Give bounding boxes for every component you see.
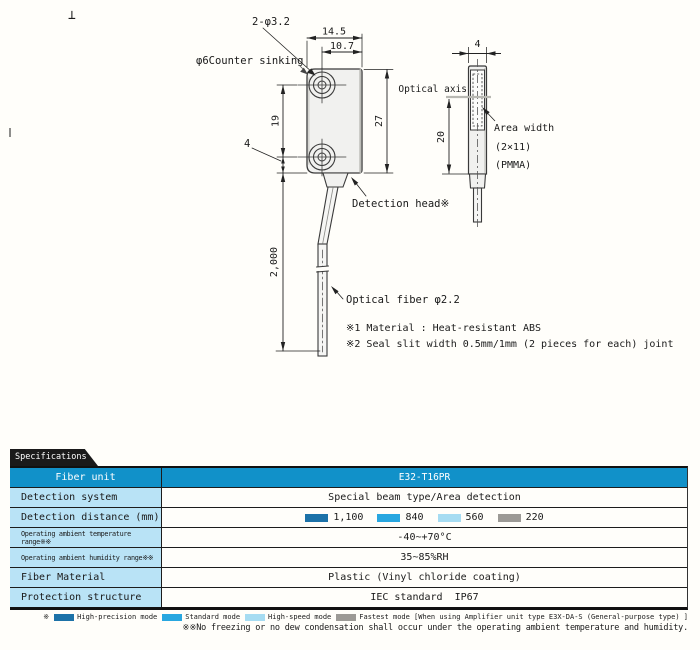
- dimension-height: 27: [363, 69, 394, 174]
- optical-fiber-label: Optical fiber φ2.2: [331, 286, 460, 306]
- dimension-drawing: ⊥: [9, 8, 673, 357]
- distance-bar-standard: [377, 513, 401, 522]
- svg-text:(2×11): (2×11): [495, 142, 531, 153]
- drawing-notes: ※1 Material : Heat-resistant ABS ※2 Seal…: [346, 323, 673, 350]
- distance-value: 840: [405, 512, 424, 523]
- cable-neck-side: [468, 173, 487, 189]
- legend-marker: ※: [43, 613, 50, 621]
- optical-axis-label: Optical axis: [398, 84, 491, 99]
- svg-text:Area width: Area width: [494, 123, 554, 134]
- svg-text:27: 27: [374, 115, 385, 127]
- row-value: Special beam type/Area detection: [328, 492, 521, 503]
- mounting-hole-top: [297, 67, 347, 104]
- distance-item: 220: [497, 512, 544, 523]
- legend-item-high-precision: High-precision mode: [54, 613, 157, 621]
- row-label: Detection distance (mm): [10, 508, 162, 527]
- distance-value: 1,100: [333, 512, 364, 523]
- table-row-protection-structure: Protection structure IEC standard IP67: [10, 588, 687, 607]
- side-view: Optical axis 4 20 Area width (2×11) (PMM…: [398, 39, 554, 227]
- row-value: -40~+70°C: [397, 532, 452, 543]
- legend-label: Fastest mode [When using Amplifier unit …: [359, 613, 688, 621]
- specifications-tab: Specifications: [10, 449, 98, 466]
- row-value: IEC standard IP67: [370, 592, 479, 603]
- legend-label: High-speed mode: [268, 613, 332, 621]
- cable-break: [316, 266, 329, 271]
- specifications-section: Specifications Fiber unit E32-T16PR Dete…: [10, 449, 688, 633]
- distance-bar-high-precision: [305, 513, 329, 522]
- counter-sink-label: φ6Counter sinking: [196, 55, 308, 75]
- corner-mark: ⊥: [68, 8, 76, 23]
- dimension-area-height: 20: [436, 99, 468, 175]
- table-row-ambient-temperature: Operating ambient temperature range※※ -4…: [10, 528, 687, 548]
- dimension-width: 14.5: [306, 27, 363, 68]
- legend-bar-high-speed: [245, 613, 266, 621]
- mode-legend: ※ High-precision mode Standard mode High…: [10, 613, 688, 621]
- row-label: Fiber unit: [10, 468, 162, 487]
- distance-value: 560: [465, 512, 484, 523]
- distance-bar-fastest: [497, 513, 521, 522]
- specifications-table: Fiber unit E32-T16PR Detection system Sp…: [10, 466, 688, 610]
- legend-label: Standard mode: [185, 613, 241, 621]
- legend-label: High-precision mode: [77, 613, 158, 621]
- svg-text:4: 4: [244, 138, 250, 150]
- holes-label: 2-φ3.2: [252, 16, 316, 76]
- table-row-fiber-unit: Fiber unit E32-T16PR: [10, 468, 687, 488]
- cable-neck: [322, 172, 349, 188]
- svg-text:2,000: 2,000: [269, 247, 280, 277]
- legend-bar-fastest: [336, 613, 357, 621]
- table-row-detection-system: Detection system Special beam type/Area …: [10, 488, 687, 508]
- note-seal-slit: ※2 Seal slit width 0.5mm/1mm (2 pieces f…: [346, 339, 673, 350]
- dimension-hole-offset: 10.7: [321, 41, 363, 69]
- row-value: 1,100 840 560 220: [162, 508, 687, 527]
- dimension-fiber-length: 2,000: [269, 172, 321, 352]
- svg-text:Detection head※: Detection head※: [352, 198, 450, 210]
- svg-text:Optical axis: Optical axis: [398, 84, 467, 95]
- svg-text:Optical fiber φ2.2: Optical fiber φ2.2: [346, 294, 460, 306]
- specifications-tab-label: Specifications: [15, 452, 87, 462]
- svg-text:4: 4: [474, 39, 480, 50]
- table-row-ambient-humidity: Operating ambient humidity range※※ 35~85…: [10, 548, 687, 568]
- table-row-detection-distance: Detection distance (mm) 1,100 840 560 22…: [10, 508, 687, 528]
- dimension-hole-spacing: 19: [271, 84, 298, 158]
- row-label: Fiber Material: [10, 568, 162, 587]
- distance-item: 1,100: [305, 512, 363, 523]
- distance-item: 840: [377, 512, 424, 523]
- svg-text:19: 19: [271, 115, 282, 127]
- dimension-thickness: 4: [452, 39, 501, 63]
- table-row-fiber-material: Fiber Material Plastic (Vinyl chloride c…: [10, 568, 687, 588]
- row-label: Operating ambient temperature range※※: [10, 528, 162, 547]
- distance-item: 560: [437, 512, 484, 523]
- row-value: Plastic (Vinyl chloride coating): [328, 572, 521, 583]
- svg-text:φ6Counter sinking: φ6Counter sinking: [196, 55, 303, 67]
- front-view: 14.5 10.7 2-φ3.2 φ6Counter sinking: [196, 16, 460, 357]
- svg-text:2-φ3.2: 2-φ3.2: [252, 16, 290, 28]
- row-value: E32-T16PR: [162, 468, 687, 487]
- row-label: Detection system: [10, 488, 162, 507]
- svg-text:14.5: 14.5: [322, 27, 346, 38]
- svg-text:20: 20: [436, 131, 447, 143]
- mounting-hole-bottom: [297, 138, 347, 177]
- row-value: 35~85%RH: [400, 552, 449, 563]
- svg-text:(PMMA): (PMMA): [495, 160, 531, 171]
- legend-bar-standard: [162, 613, 183, 621]
- legend-item-standard: Standard mode: [162, 613, 240, 621]
- row-label: Operating ambient humidity range※※: [10, 548, 162, 567]
- distance-value: 220: [525, 512, 544, 523]
- row-label: Protection structure: [10, 588, 162, 607]
- area-width-label: Area width (2×11) (PMMA): [482, 107, 554, 171]
- note-material: ※1 Material : Heat-resistant ABS: [346, 323, 541, 334]
- svg-text:10.7: 10.7: [330, 41, 354, 52]
- legend-item-fastest: Fastest mode [When using Amplifier unit …: [336, 613, 688, 621]
- condensation-footnote: ※※No freezing or no dew condensation sha…: [182, 623, 688, 633]
- dimension-hole-to-bottom: 4: [244, 138, 308, 174]
- legend-bar-high-precision: [54, 613, 75, 621]
- detection-head-label: Detection head※: [351, 177, 450, 210]
- legend-item-high-speed: High-speed mode: [245, 613, 331, 621]
- distance-bar-high-speed: [437, 513, 461, 522]
